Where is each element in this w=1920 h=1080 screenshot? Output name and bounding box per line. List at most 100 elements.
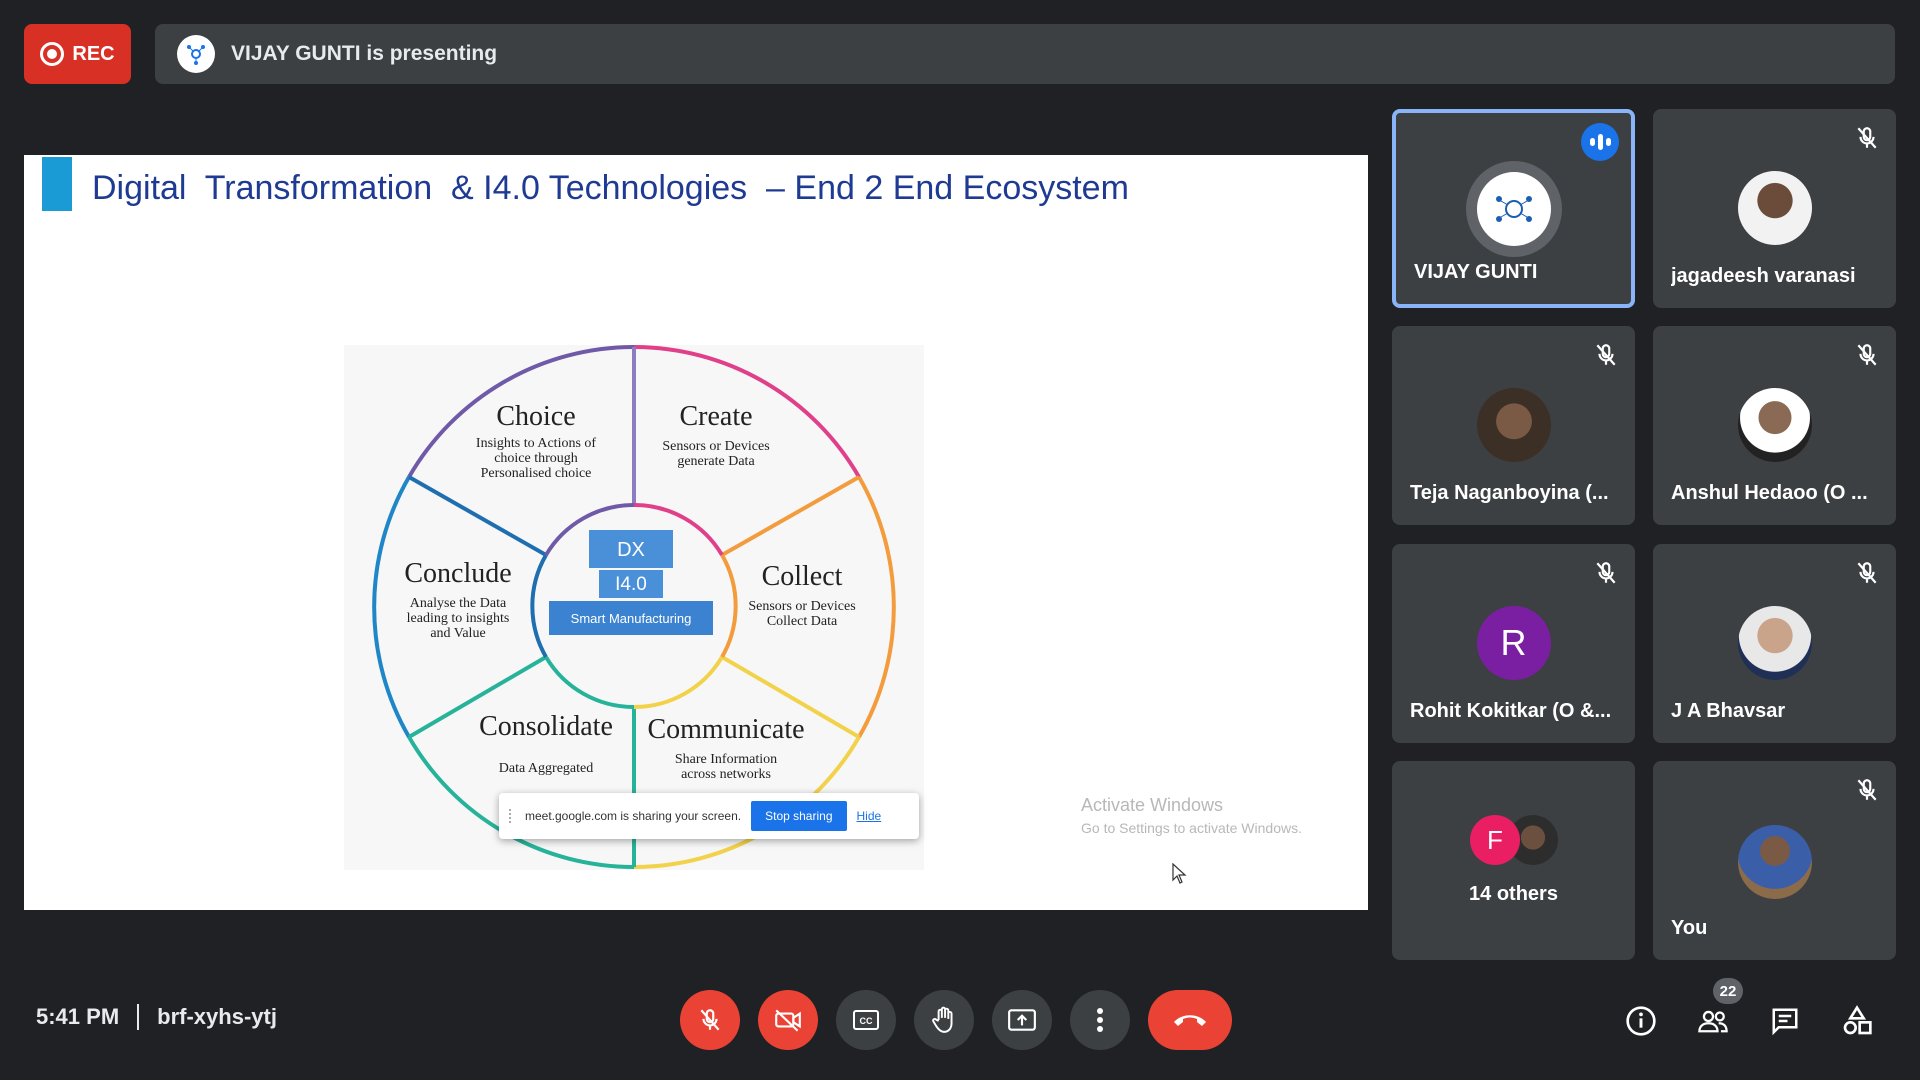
- avatar: R: [1476, 606, 1551, 680]
- participant-tile-anshul-hedaoo[interactable]: Anshul Hedaoo (O ...: [1653, 326, 1896, 525]
- segment-create-desc-1: Sensors or Devices: [662, 439, 769, 454]
- mic-off-icon: [1596, 344, 1616, 366]
- participant-name: J A Bhavsar: [1671, 700, 1786, 722]
- meeting-details-button[interactable]: [1624, 1004, 1658, 1038]
- segment-choice-desc-2: choice through: [494, 451, 578, 466]
- participant-tile-jagadeesh-varanasi[interactable]: jagadeesh varanasi: [1653, 109, 1896, 308]
- segment-collect-desc-1: Sensors or Devices: [748, 599, 855, 614]
- people-icon: [1698, 1010, 1728, 1033]
- avatar: [1737, 171, 1812, 245]
- others-count-label: 14 others: [1469, 883, 1558, 905]
- title-accent-bar: [42, 157, 72, 211]
- segment-communicate-desc-2: across networks: [681, 767, 771, 782]
- smart-manufacturing-label: Smart Manufacturing: [571, 611, 692, 626]
- clock-time: 5:41 PM: [36, 1004, 120, 1029]
- watermark-line-2: Go to Settings to activate Windows.: [1081, 820, 1302, 836]
- meeting-details: 5:41 PM brf-xyhs-ytj: [36, 1004, 277, 1030]
- segment-communicate-desc-1: Share Information: [675, 752, 777, 767]
- presenting-banner: VIJAY GUNTI is presenting: [155, 24, 1895, 84]
- participant-tile-rohit-kokitkar[interactable]: R Rohit Kokitkar (O &...: [1392, 544, 1635, 743]
- present-screen-icon: [1008, 1009, 1036, 1031]
- mouse-cursor-icon: [1172, 863, 1187, 884]
- people-count-badge: 22: [1713, 978, 1743, 1004]
- dx-label: DX: [617, 539, 645, 561]
- segment-consolidate-title: Consolidate: [479, 711, 613, 742]
- mic-off-icon: [700, 1009, 720, 1031]
- activities-button[interactable]: [1840, 1004, 1874, 1038]
- segment-conclude-desc-2: leading to insights: [407, 611, 510, 626]
- activities-icon: [1843, 1005, 1872, 1035]
- slide-title: Digital Transformation & I4.0 Technologi…: [92, 169, 1129, 207]
- speaking-indicator-icon: [1581, 123, 1619, 161]
- avatar: [1476, 388, 1551, 462]
- share-notification-text: meet.google.com is sharing your screen.: [525, 809, 742, 823]
- participant-tile-teja-naganboyina[interactable]: Teja Naganboyina (...: [1392, 326, 1635, 525]
- presenter-logo-icon: [187, 45, 205, 65]
- leave-call-button[interactable]: [1148, 990, 1232, 1050]
- digital-logo-icon: [1495, 196, 1532, 222]
- microphone-toggle-button[interactable]: [680, 990, 740, 1050]
- camera-off-icon: [775, 1009, 801, 1032]
- mic-off-icon: [1857, 344, 1877, 366]
- record-icon: [40, 42, 65, 66]
- stop-sharing-button[interactable]: Stop sharing: [751, 801, 847, 831]
- participant-name: jagadeesh varanasi: [1671, 265, 1856, 287]
- presenting-text: VIJAY GUNTI is presenting: [231, 42, 498, 65]
- mic-off-icon: [1857, 779, 1877, 801]
- mic-off-icon: [1857, 562, 1877, 584]
- people-button[interactable]: [1696, 1004, 1730, 1038]
- mic-off-icon: [1857, 127, 1877, 149]
- screen-share-notification: meet.google.com is sharing your screen. …: [499, 793, 919, 839]
- segment-create-title: Create: [679, 401, 752, 432]
- meeting-code: brf-xyhs-ytj: [157, 1004, 277, 1029]
- segment-conclude-desc-3: and Value: [430, 626, 485, 641]
- participant-name: VIJAY GUNTI: [1414, 261, 1538, 283]
- avatar: [1737, 825, 1812, 899]
- participant-tile-vijay-gunti[interactable]: VIJAY GUNTI: [1392, 109, 1635, 308]
- rec-label: REC: [72, 42, 115, 65]
- segment-create-desc-2: generate Data: [677, 454, 755, 469]
- hide-link[interactable]: Hide: [856, 809, 882, 823]
- more-options-button[interactable]: [1070, 990, 1130, 1050]
- presenter-avatar: [177, 35, 215, 73]
- present-screen-button[interactable]: [992, 990, 1052, 1050]
- participant-tile-ja-bhavsar[interactable]: J A Bhavsar: [1653, 544, 1896, 743]
- raise-hand-button[interactable]: [914, 990, 974, 1050]
- recording-indicator: REC: [24, 24, 131, 84]
- participant-tile-others[interactable]: F 14 others: [1392, 761, 1635, 960]
- divider: [137, 1004, 140, 1030]
- windows-activation-watermark: Activate Windows Go to Settings to activ…: [1081, 795, 1302, 836]
- others-avatar-initial: F: [1470, 815, 1520, 865]
- svg-text:CC: CC: [860, 1016, 873, 1026]
- end-call-icon: [1174, 1015, 1206, 1026]
- segment-collect-desc-2: Collect Data: [767, 614, 838, 629]
- smart-manufacturing-box: [549, 601, 713, 635]
- segment-choice-desc-1: Insights to Actions of: [476, 436, 597, 451]
- participant-name: Rohit Kokitkar (O &...: [1410, 700, 1612, 722]
- segment-choice-desc-3: Personalised choice: [481, 466, 592, 481]
- raise-hand-icon: [932, 1006, 953, 1033]
- avatar: [1737, 388, 1812, 462]
- segment-consolidate-desc-1: Data Aggregated: [499, 761, 593, 776]
- segment-choice-title: Choice: [496, 401, 575, 432]
- ecosystem-wheel: DX I4.0 Smart Manufacturing Choice Insig…: [344, 345, 924, 870]
- more-vert-icon: [1097, 1008, 1103, 1032]
- mic-off-icon: [1596, 562, 1616, 584]
- captions-button[interactable]: CC: [836, 990, 896, 1050]
- participant-name: Teja Naganboyina (...: [1410, 482, 1609, 504]
- avatar: [1465, 161, 1562, 257]
- segment-collect-title: Collect: [762, 561, 843, 592]
- drag-handle-icon[interactable]: [509, 809, 515, 823]
- dx-box: [589, 530, 673, 568]
- i40-box: [599, 570, 663, 598]
- camera-toggle-button[interactable]: [758, 990, 818, 1050]
- participant-tile-you[interactable]: You: [1653, 761, 1896, 960]
- closed-captions-icon: CC: [853, 1010, 879, 1030]
- avatar: [1737, 606, 1812, 680]
- chat-button[interactable]: [1768, 1004, 1802, 1038]
- segment-communicate-title: Communicate: [647, 714, 804, 745]
- participant-name: Anshul Hedaoo (O ...: [1671, 482, 1868, 504]
- chat-icon: [1772, 1008, 1798, 1036]
- participant-name: You: [1671, 917, 1708, 939]
- segment-conclude-title: Conclude: [404, 558, 511, 589]
